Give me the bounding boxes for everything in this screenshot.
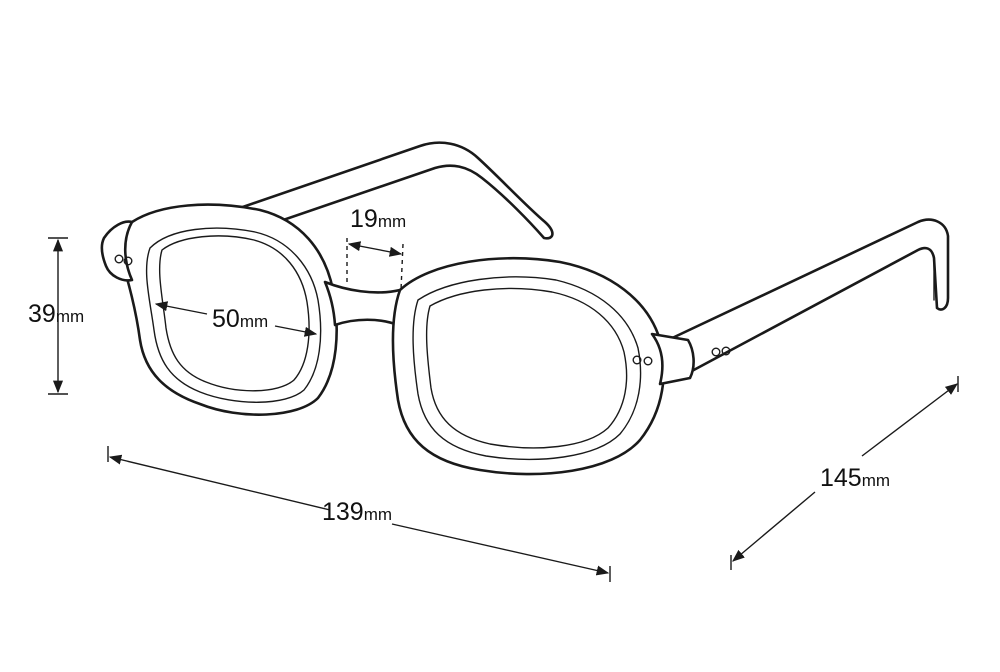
lens-width-unit: mm: [239, 312, 269, 331]
bridge-width-value: 19: [350, 205, 378, 233]
temple-length-unit: mm: [861, 471, 891, 490]
lens-height-dimension: [48, 237, 68, 395]
bridge: [323, 280, 404, 327]
left-rim: [100, 203, 338, 416]
lens-width-value: 50: [212, 305, 240, 333]
right-temple: [666, 218, 950, 380]
bridge-width-unit: mm: [377, 212, 407, 231]
right-rim: [391, 256, 731, 476]
frame-width-label: 139mm: [322, 498, 392, 527]
frame-width-value: 139: [322, 498, 364, 526]
lens-height-label: 39mm: [28, 300, 84, 329]
frame-width-unit: mm: [363, 505, 393, 524]
bridge-width-dimension: [346, 238, 404, 291]
bridge-width-label: 19mm: [350, 205, 406, 234]
lens-width-label: 50mm: [212, 305, 268, 334]
lens-height-value: 39: [28, 300, 56, 328]
temple-length-value: 145: [820, 464, 862, 492]
frame-width-dimension: [107, 446, 611, 582]
lens-height-unit: mm: [55, 307, 85, 326]
temple-length-label: 145mm: [820, 464, 890, 493]
lens-width-dimension: [154, 301, 318, 337]
temple-length-dimension: [730, 376, 959, 570]
back-temple: [203, 141, 554, 240]
